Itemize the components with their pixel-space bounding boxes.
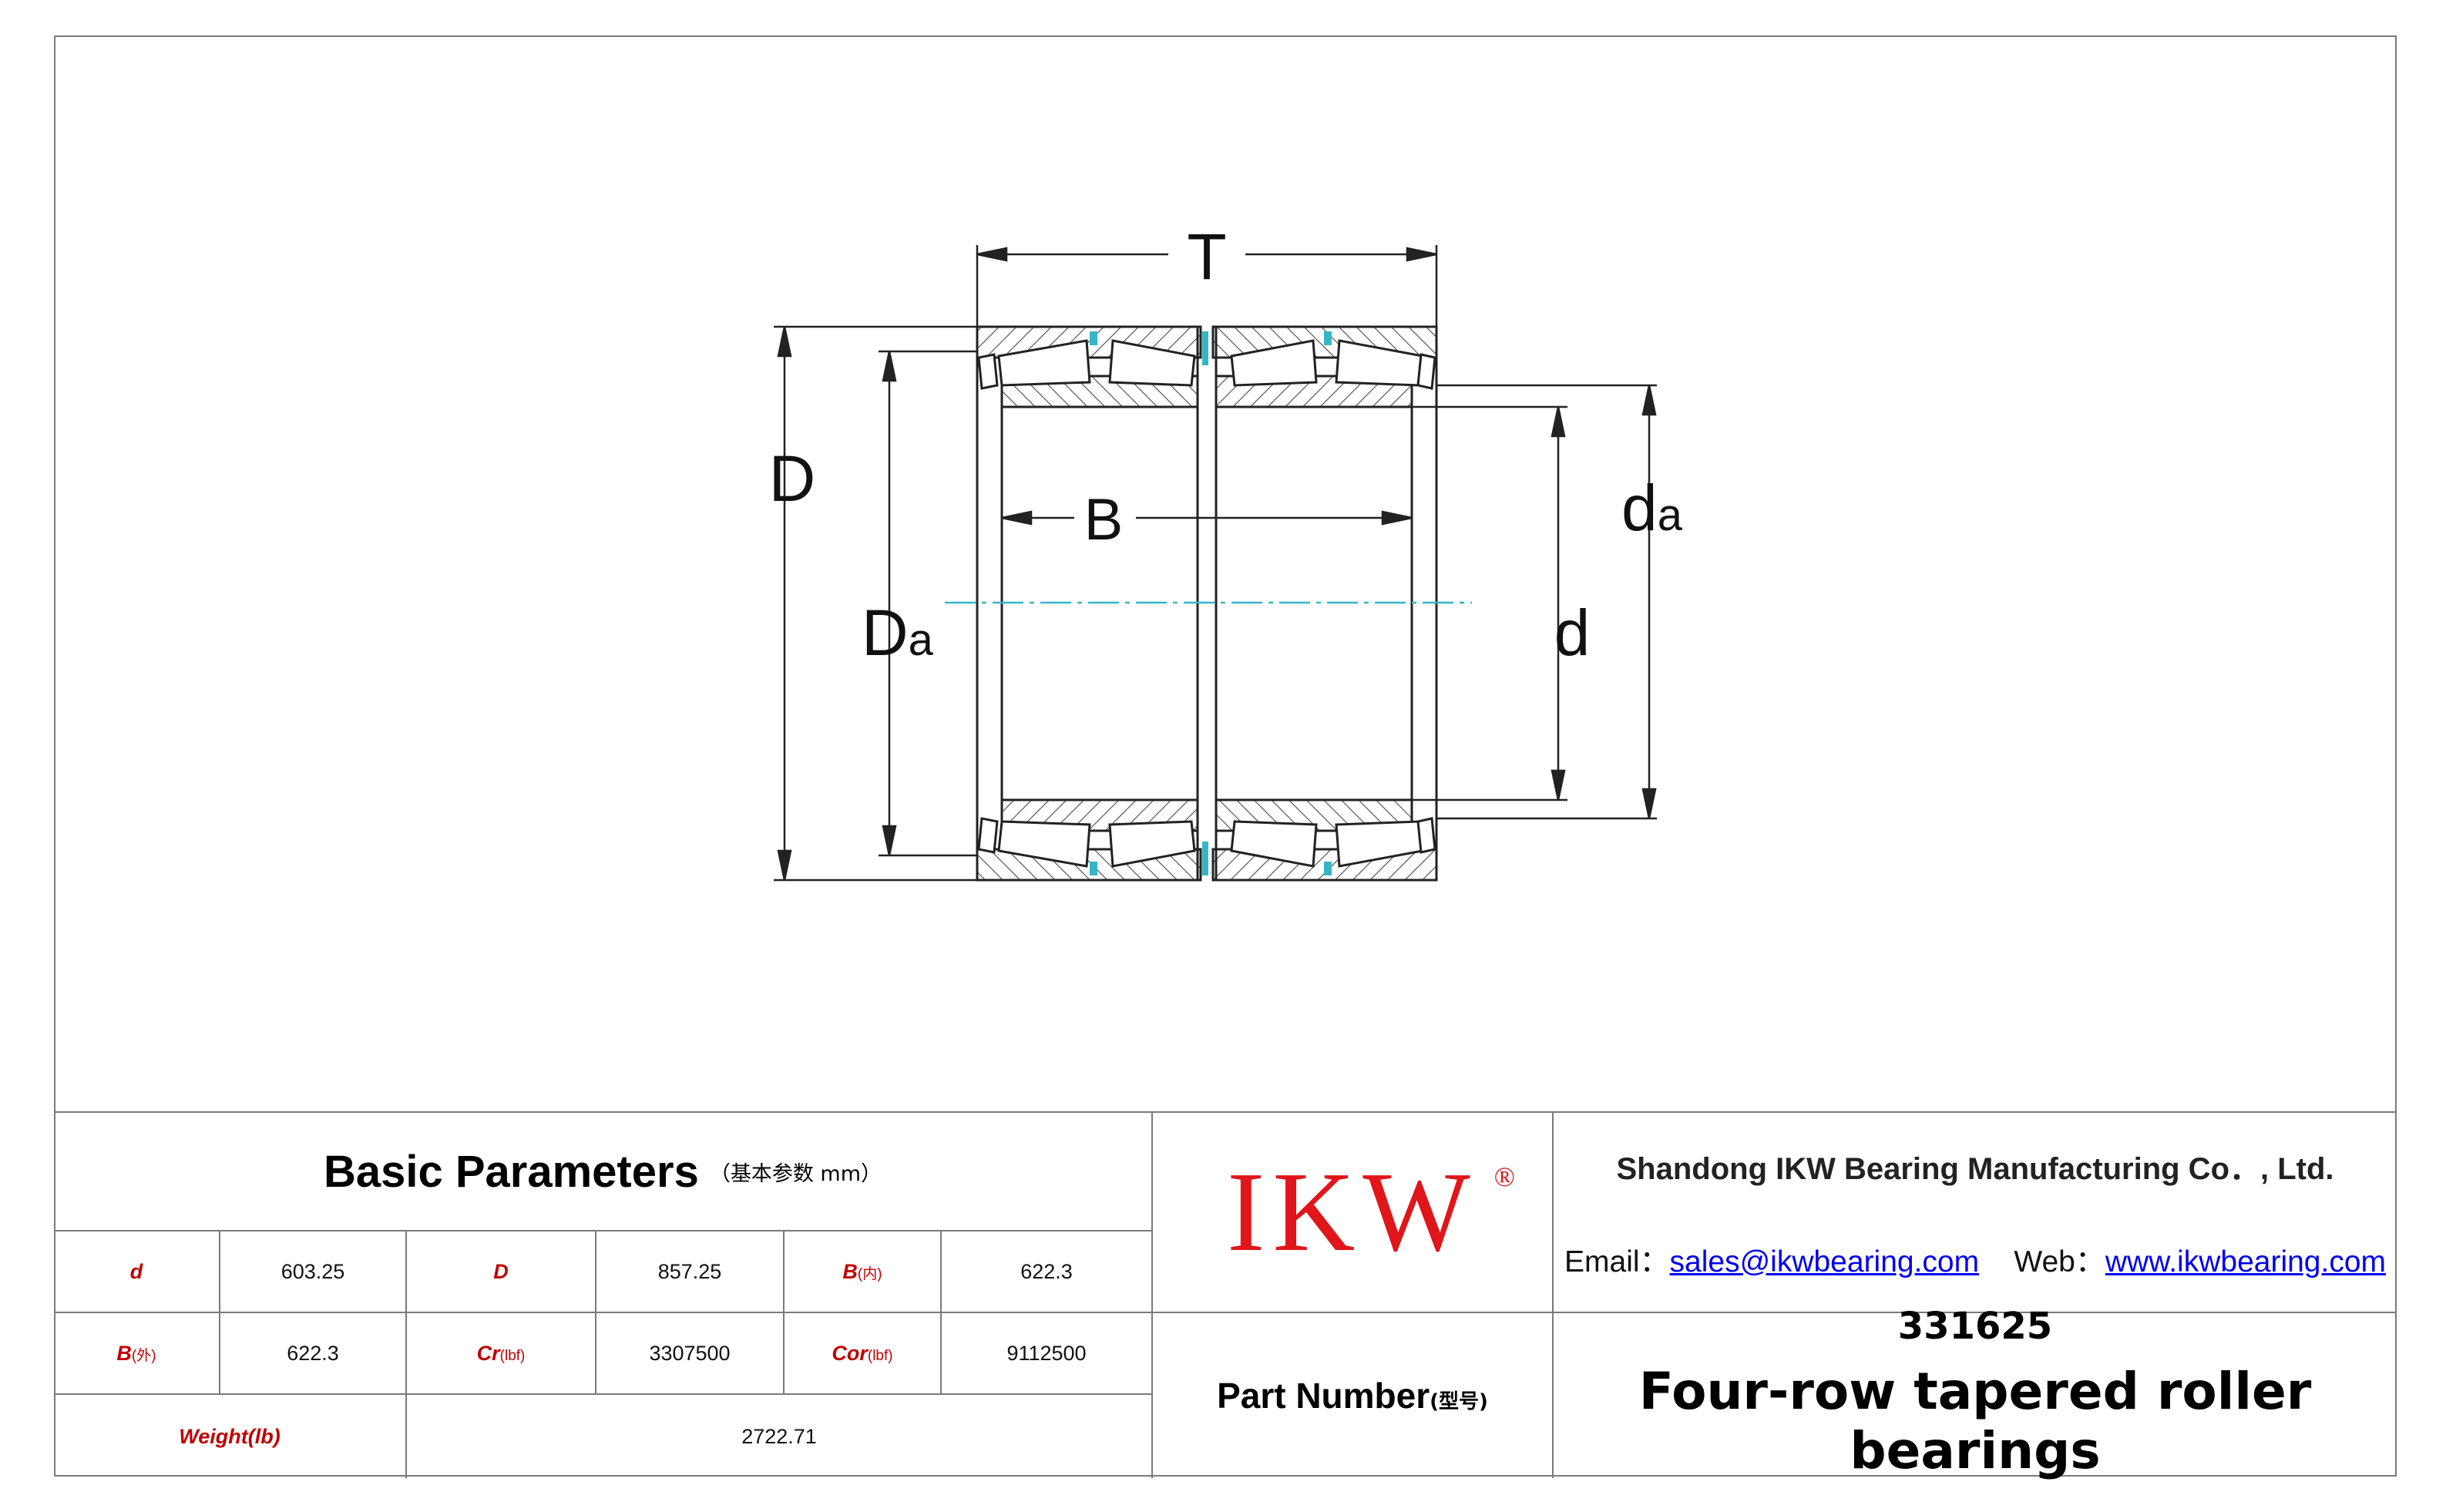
web-group: Web：www.ikwbearing.com <box>2014 1238 2386 1281</box>
param-label-B-outer: B(外) <box>54 1312 219 1393</box>
label-T: T <box>1187 220 1226 293</box>
rollers-bottom <box>997 820 1424 868</box>
contact-row: Email：sales@ikwbearing.com Web：www.ikwbe… <box>1554 1238 2397 1281</box>
seals-top <box>977 353 1436 390</box>
param-value-D: 857.25 <box>595 1230 783 1312</box>
email-group: Email：sales@ikwbearing.com <box>1564 1238 1979 1281</box>
company-name: Shandong IKW Bearing Manufacturing Co．, … <box>1616 1152 2334 1186</box>
label-Da: Da <box>862 596 934 669</box>
label-B: B <box>1084 487 1124 553</box>
web-link[interactable]: www.ikwbearing.com <box>2105 1245 2386 1278</box>
param-value-d: 603.25 <box>219 1230 405 1312</box>
param-value-Cor: 9112500 <box>940 1312 1151 1393</box>
param-label-B-inner: B(内) <box>783 1230 940 1312</box>
param-value-B-inner: 622.3 <box>940 1230 1151 1312</box>
cage-markers-top <box>1090 331 1332 365</box>
weight-label-cell: Weight(lb) <box>54 1393 405 1478</box>
ikw-logo: IKW® <box>1227 1149 1515 1275</box>
param-label-Cr: Cr(lbf) <box>405 1312 595 1393</box>
param-label-d: d <box>54 1230 219 1312</box>
param-label-Cor: Cor(lbf) <box>783 1312 940 1393</box>
dimension-labels: T D B Da d da <box>769 220 1683 669</box>
param-label-D: D <box>405 1230 595 1312</box>
cage-markers-bottom <box>1090 842 1332 875</box>
email-link[interactable]: sales@ikwbearing.com <box>1669 1245 1980 1278</box>
drawing-frame <box>54 35 2397 1477</box>
web-label: Web： <box>2014 1245 2105 1278</box>
rollers-top <box>997 339 1424 387</box>
label-d: d <box>1554 596 1591 669</box>
param-value-B-outer: 622.3 <box>219 1312 405 1393</box>
parameters-title-note: （基本参数 mm） <box>709 1161 882 1186</box>
weight-value: 2722.71 <box>741 1424 817 1448</box>
label-D: D <box>769 442 816 515</box>
logo-cell: IKW® <box>1151 1113 1552 1312</box>
part-number-label: Part Number(型号) <box>1217 1376 1488 1416</box>
label-da: da <box>1621 472 1683 544</box>
parameters-header: Basic Parameters （基本参数 mm） <box>54 1113 1151 1230</box>
seals-bottom <box>977 817 1436 854</box>
part-number-value: 331625 <box>1897 1305 2053 1348</box>
title-block: Basic Parameters （基本参数 mm） d 603.25 D 85… <box>54 1111 2397 1480</box>
part-info-cell: 331625 Four-row tapered roller bearings <box>1552 1305 2397 1480</box>
parameters-title: Basic Parameters <box>323 1146 699 1197</box>
part-number-label-cell: Part Number(型号) <box>1151 1312 1552 1478</box>
email-label: Email： <box>1564 1245 1670 1278</box>
product-description: Four-row tapered roller bearings <box>1638 1362 2312 1480</box>
company-cell: Shandong IKW Bearing Manufacturing Co．, … <box>1552 1113 2397 1312</box>
weight-label: Weight(lb) <box>179 1424 281 1448</box>
weight-value-cell: 2722.71 <box>405 1393 1151 1478</box>
bearing-cross-section-drawing: T D B Da d da <box>769 220 1683 882</box>
param-value-Cr: 3307500 <box>595 1312 783 1393</box>
